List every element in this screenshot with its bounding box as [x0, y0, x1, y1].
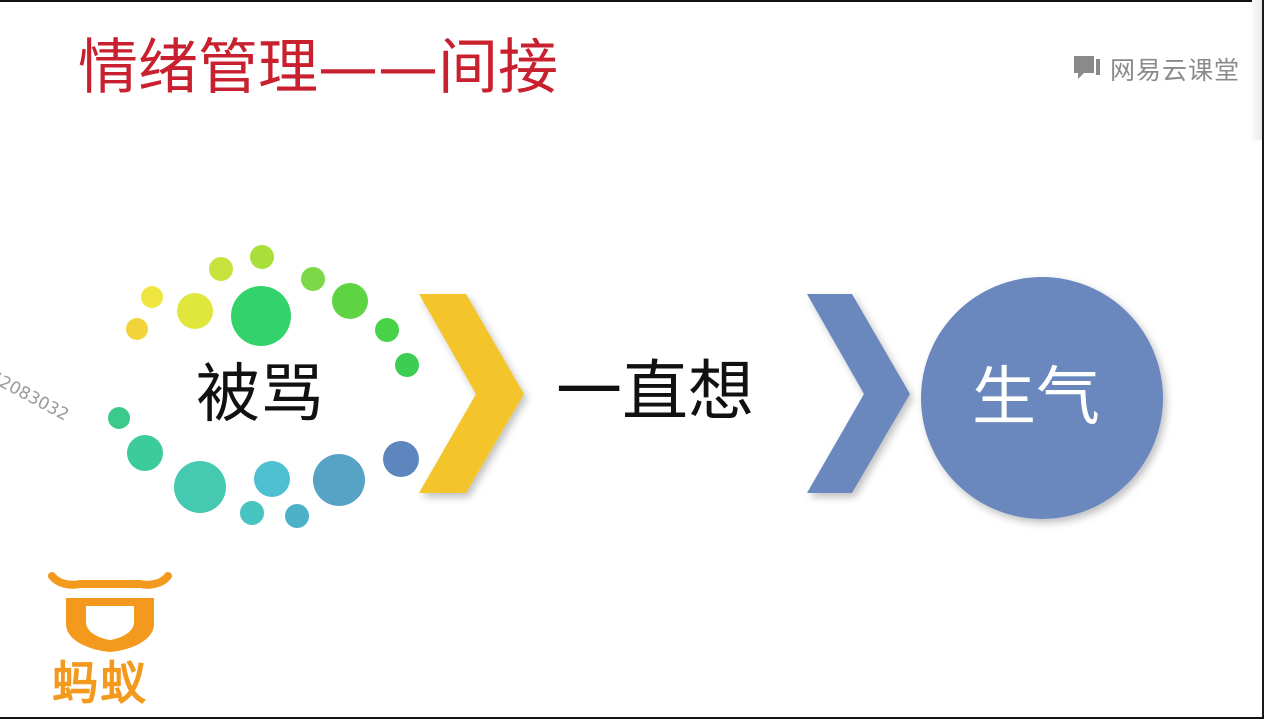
dot	[254, 461, 290, 497]
dot	[285, 504, 309, 528]
dot	[177, 293, 213, 329]
dot	[127, 435, 163, 471]
dot	[332, 283, 368, 319]
flow-node-middle: 一直想	[556, 352, 754, 432]
dot	[231, 286, 291, 346]
dot	[375, 318, 399, 342]
dot	[301, 267, 325, 291]
dot	[250, 245, 274, 269]
dot	[209, 257, 233, 281]
dot	[383, 441, 419, 477]
dot	[313, 454, 365, 506]
dot	[126, 318, 148, 340]
dot	[395, 353, 419, 377]
ant-head-icon	[48, 570, 172, 656]
chevron-blue	[807, 294, 910, 493]
dot	[240, 501, 264, 525]
chevron-yellow	[419, 294, 524, 493]
flow-node-end: 生气	[972, 358, 1100, 438]
logo-text: 蚂蚁	[52, 656, 148, 710]
dot	[108, 407, 130, 429]
dot	[174, 461, 226, 513]
dot	[141, 286, 163, 308]
flow-node-start: 被骂	[196, 355, 324, 435]
